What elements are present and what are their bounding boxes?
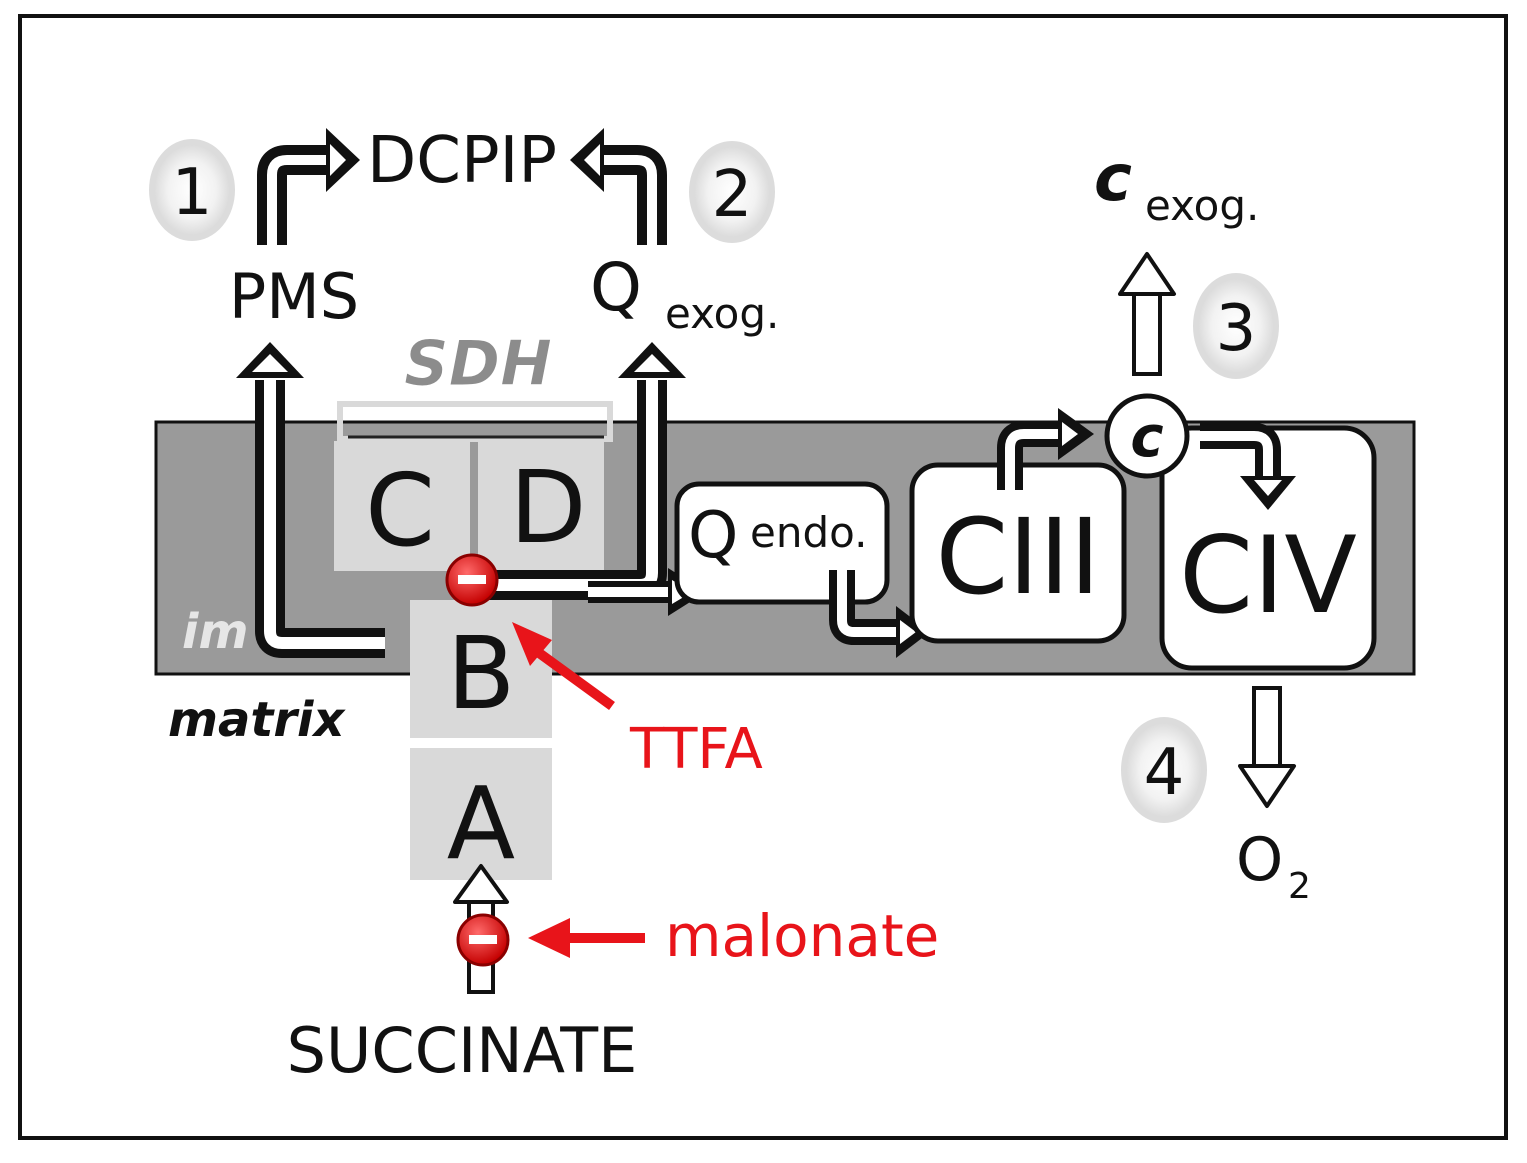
subunit-d-box xyxy=(478,441,604,571)
q-exog-main: Q xyxy=(590,249,642,326)
c-exog-main: c xyxy=(1094,142,1132,216)
c-to-civ-arrow xyxy=(1200,423,1296,510)
sdh-outline xyxy=(337,401,613,442)
q-endo-main: Q xyxy=(688,499,738,573)
o2-sub: 2 xyxy=(1288,866,1311,907)
cyt-c-label: c xyxy=(1130,405,1163,470)
subunit-d: D xyxy=(509,449,586,566)
subunit-c-box xyxy=(334,441,470,571)
matrix-label: matrix xyxy=(168,692,346,748)
sdh-label: SDH xyxy=(404,327,552,400)
im-label: im xyxy=(182,604,248,660)
pms-arrow xyxy=(236,342,385,658)
q-endo-to-ciii-arrow xyxy=(829,570,930,658)
sdh-complex: C D B A xyxy=(334,401,613,882)
step-1-label: 1 xyxy=(172,156,213,230)
step-3-badge: 3 xyxy=(1193,273,1279,379)
subunit-c: C xyxy=(365,452,435,569)
step-1-badge: 1 xyxy=(149,139,235,241)
subunit-a-box xyxy=(410,748,552,880)
c-to-c-exog-arrow xyxy=(1118,252,1176,376)
pms-label: PMS xyxy=(229,260,359,333)
q-endo-sub: endo. xyxy=(750,508,867,557)
step-2-badge: 2 xyxy=(689,141,775,243)
ttfa-label: TTFA xyxy=(629,717,763,782)
step-4-badge: 4 xyxy=(1121,717,1207,823)
ttfa-inhibitor xyxy=(445,553,615,711)
step-3-label: 3 xyxy=(1216,292,1257,366)
ciii-to-c-arrow xyxy=(997,408,1094,490)
subunit-b-box xyxy=(410,600,552,738)
c-exog-sub: exog. xyxy=(1145,181,1259,230)
malonate-label: malonate xyxy=(665,902,939,970)
q-exog-sub: exog. xyxy=(665,289,779,338)
civ-label: CIV xyxy=(1179,514,1357,637)
pms-to-dcpip-arrow xyxy=(257,128,360,245)
step-2-label: 2 xyxy=(712,158,753,232)
cyt-c-circle xyxy=(1104,393,1190,479)
ciii-label: CIII xyxy=(936,496,1101,618)
malonate-inhibitor xyxy=(456,913,645,967)
subunit-b: B xyxy=(447,615,516,732)
dcpip-label: DCPIP xyxy=(367,124,557,198)
subunit-a: A xyxy=(447,765,515,882)
step-4-label: 4 xyxy=(1144,736,1185,810)
q-to-dcpip-arrow xyxy=(570,128,667,245)
succinate-label: SUCCINATE xyxy=(287,1014,638,1087)
o2-main: O xyxy=(1236,825,1283,895)
civ-to-o2-arrow xyxy=(1238,686,1296,808)
